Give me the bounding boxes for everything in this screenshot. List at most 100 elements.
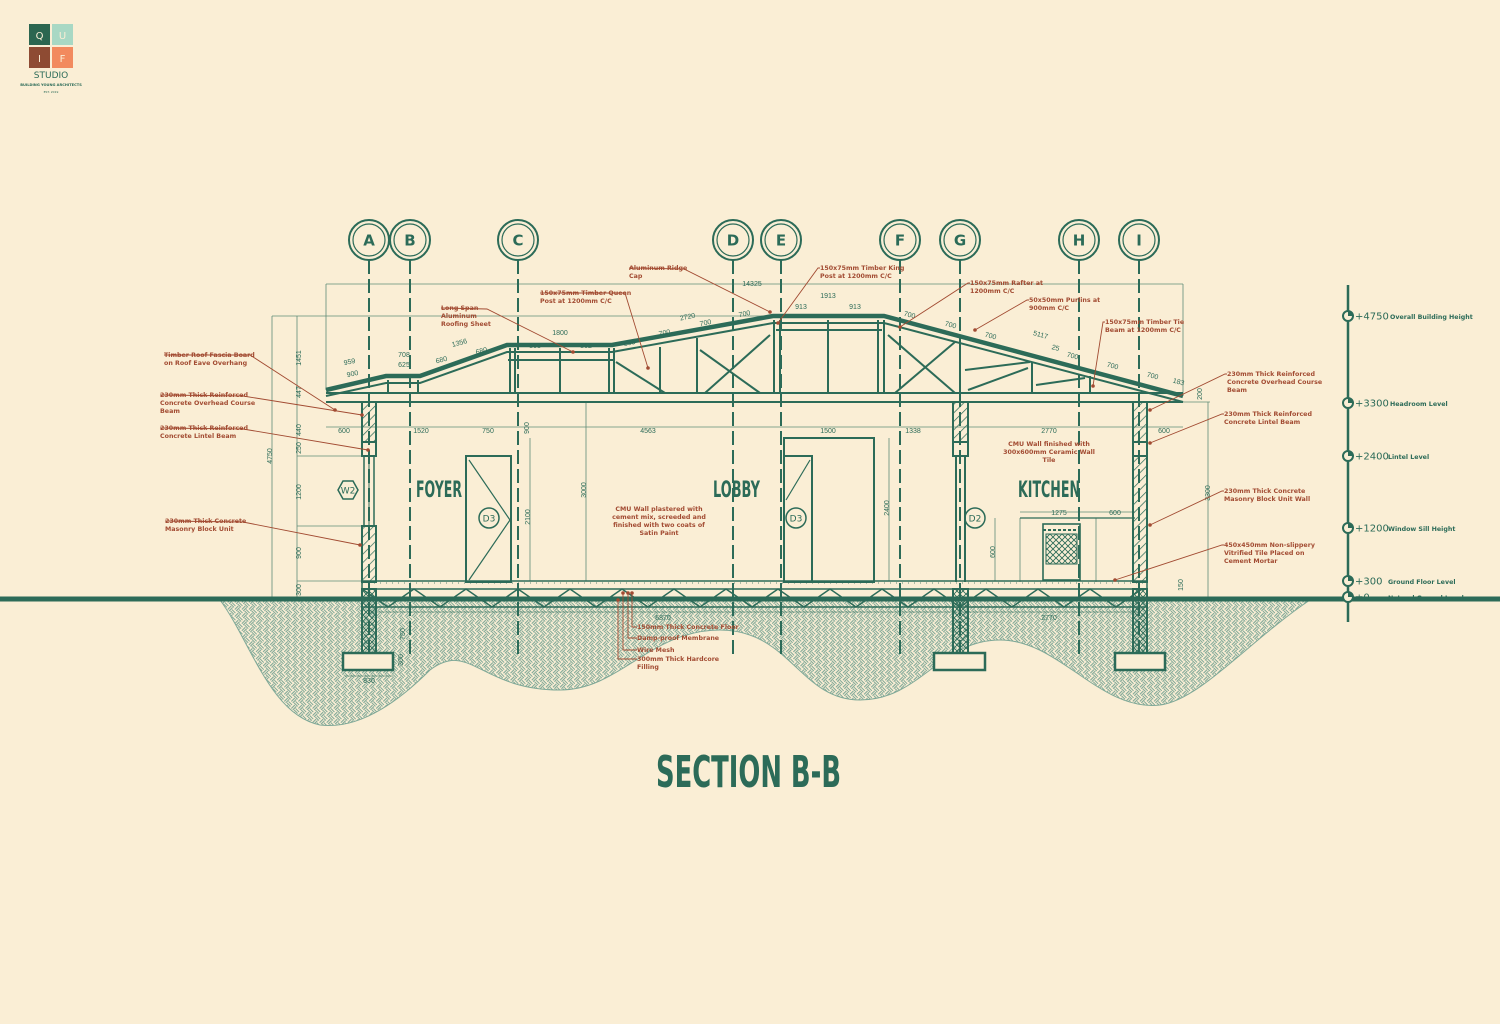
grid-label: D <box>727 232 739 250</box>
grid-label: E <box>776 232 786 250</box>
window-tag <box>337 480 359 500</box>
drawing-title: SECTION B-B <box>656 747 841 798</box>
dimension-label: 1275 <box>1051 510 1067 517</box>
grid-label: F <box>895 232 905 250</box>
level-value: +1200 <box>1355 524 1389 535</box>
grid-label: H <box>1073 232 1086 250</box>
annotation-text: Beam at 1200mm C/C <box>1105 327 1181 334</box>
annotation-text: 1200mm C/C <box>970 288 1015 295</box>
dimension-label: 700 <box>944 321 957 331</box>
leader-arrow-icon <box>621 591 625 595</box>
dimension-label: 250 <box>296 442 303 454</box>
logo-tile-f <box>52 47 73 68</box>
dimension-label: 25 <box>1051 344 1060 353</box>
grid-bubble <box>1118 219 1160 261</box>
dimension-label: 1800 <box>552 330 568 337</box>
grid-bubble <box>1058 219 1100 261</box>
dimension-label: 4563 <box>640 428 656 435</box>
leader-arrow-icon <box>616 598 620 602</box>
door-tag-kitchen <box>964 507 986 529</box>
annotation-text: Cement Mortar <box>1224 558 1278 565</box>
annotation-text: Tile <box>1043 457 1056 464</box>
annotation-text: finished with two coats of <box>613 522 705 529</box>
level-value: +4750 <box>1355 312 1389 323</box>
leader-arrow-icon <box>776 321 780 325</box>
lobby-opening <box>783 437 875 583</box>
dimension-label: 862 <box>580 343 592 350</box>
door-tag-foyer-label: D3 <box>483 515 496 525</box>
annotation-text: Masonry Block Unit Wall <box>1224 496 1310 503</box>
grid-bubble-inner <box>716 223 750 257</box>
grid-bubble <box>497 219 539 261</box>
grid-bubble-inner <box>883 223 917 257</box>
middle-footing <box>932 651 987 672</box>
door-tag-lobby-label: D3 <box>790 515 803 525</box>
dimension-label: 700 <box>658 329 671 338</box>
annotation-text: 230mm Thick Concrete <box>165 518 246 525</box>
level-label: Window Sill Height <box>1388 526 1455 533</box>
dimension-label: 900 <box>296 547 303 559</box>
grid-bubble <box>389 219 431 261</box>
door-tag-foyer <box>478 507 500 529</box>
grid-bubble <box>939 219 981 261</box>
annotation-text: Beam <box>1227 387 1247 394</box>
annotation-text: 230mm Thick Reinforced <box>160 392 248 399</box>
annotation-text: Aluminum <box>441 313 477 320</box>
annotation-text: on Roof Eave Overhang <box>164 360 247 367</box>
dimension-label: 700 <box>699 319 712 328</box>
dimension-label: 3300 <box>1205 485 1212 501</box>
dimension-label: 1500 <box>820 428 836 435</box>
left-footing <box>341 651 395 672</box>
leader-line <box>164 520 361 546</box>
dimension-label: 6870 <box>655 615 671 622</box>
leader-line <box>164 354 336 411</box>
door-lobby <box>783 455 813 583</box>
dimension-label: 700 <box>1146 372 1159 382</box>
leader-arrow-icon <box>358 543 362 547</box>
annotation-text: CMU Wall plastered with <box>615 506 702 513</box>
logo-letter: U <box>59 31 66 42</box>
dimension-label: 555 <box>623 339 636 348</box>
dimension-label: 680 <box>475 347 488 357</box>
floor-slab <box>361 580 1148 608</box>
level-label: Natural Ground Level <box>1388 595 1464 602</box>
grid-bubble-inner <box>393 223 427 257</box>
grid-label: C <box>512 232 523 250</box>
leader-line <box>1114 544 1224 581</box>
dimension-label: 750 <box>482 428 494 435</box>
interior-elements <box>465 437 1135 583</box>
leader-line <box>631 593 637 628</box>
dimension-label: 150 <box>1178 579 1185 591</box>
annotation-text: 150mm Thick Concrete Floor <box>637 624 740 631</box>
logo-tile-u <box>52 24 73 45</box>
level-value: +3300 <box>1355 399 1389 410</box>
dimension-label: 708 <box>398 352 410 359</box>
leader-arrow-icon <box>1113 578 1117 582</box>
leader-arrow-icon <box>366 448 370 452</box>
dimension-label: 700 <box>1106 362 1119 372</box>
logo-tile-i <box>29 47 50 68</box>
leader-line <box>540 292 649 369</box>
room-label-lobby: LOBBY <box>713 478 761 503</box>
annotation-text: 230mm Thick Reinforced <box>1224 411 1312 418</box>
level-value: ±0 <box>1355 593 1370 604</box>
annotation-text: Concrete Lintel Beam <box>160 433 237 440</box>
annotation-text: Post at 1200mm C/C <box>820 273 892 280</box>
annotation-text: CMU Wall finished with <box>1008 441 1090 448</box>
annotation-text: Cap <box>629 273 643 280</box>
grid-bubble-inner <box>1122 223 1156 257</box>
level-label: Lintel Level <box>1388 454 1429 461</box>
annotation-text: Roofing Sheet <box>441 321 491 328</box>
logo-letter: Q <box>36 31 44 42</box>
annotation-text: 450x450mm Non-slippery <box>1224 542 1315 549</box>
dimension-label: 183 <box>1172 378 1185 388</box>
annotation-text: 230mm Thick Concrete <box>1224 488 1305 495</box>
annotation-text: Satin Paint <box>640 530 679 537</box>
leader-arrow-icon <box>1148 441 1152 445</box>
dimension-label: 913 <box>795 304 807 311</box>
dimension-label: 600 <box>1109 510 1121 517</box>
logo-est: EST. 2019 <box>44 90 59 94</box>
